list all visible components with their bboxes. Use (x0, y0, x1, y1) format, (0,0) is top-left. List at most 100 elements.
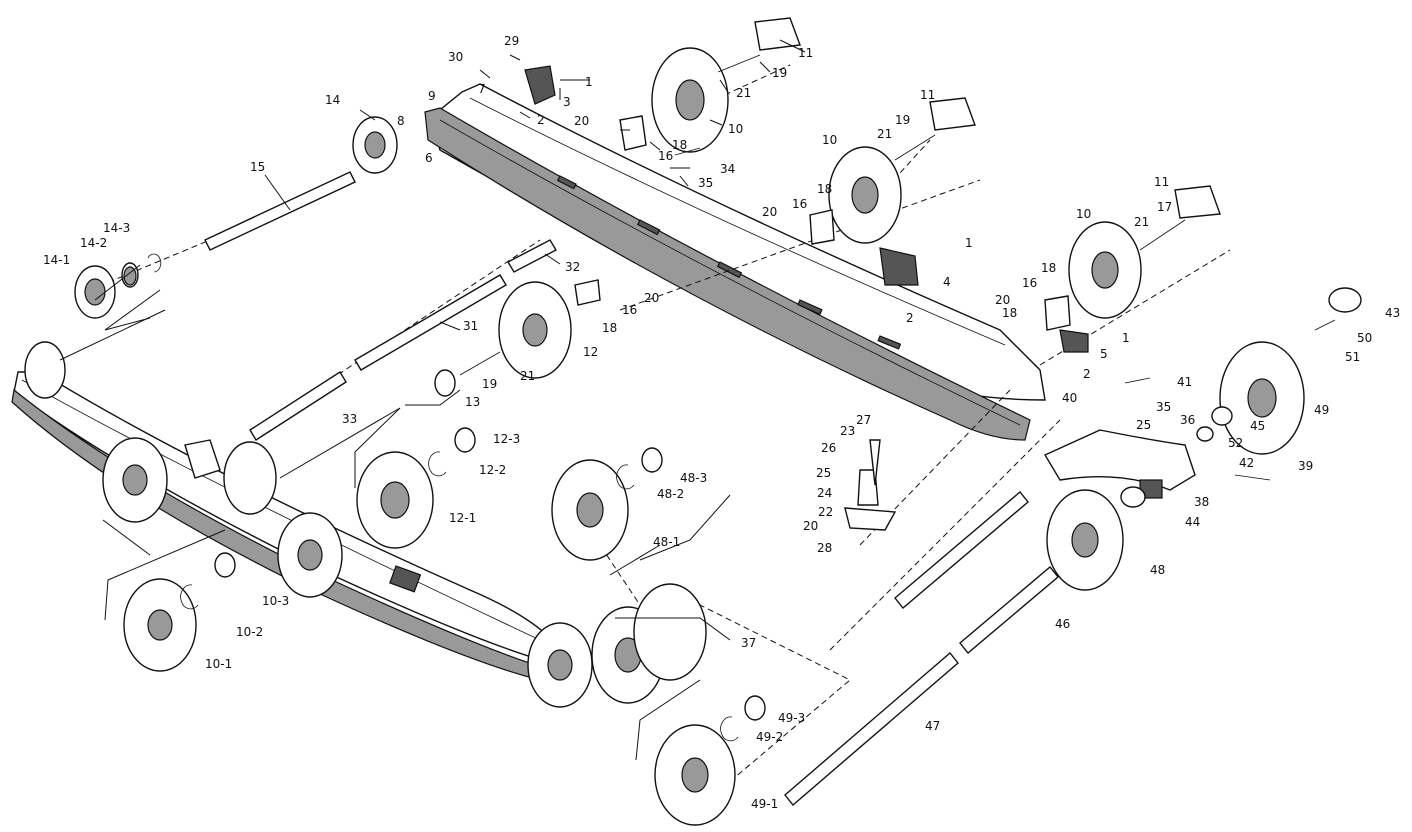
callout-8: 8 (397, 114, 405, 128)
callout-34: 34 (720, 162, 735, 176)
callout-19: 19 (772, 66, 787, 80)
callout-27: 27 (856, 413, 871, 427)
callout-17: 17 (1157, 200, 1172, 214)
callout-18: 18 (1041, 261, 1056, 275)
slider-block-3 (524, 65, 556, 105)
callout-6: 6 (425, 151, 433, 165)
callout-11: 11 (798, 46, 813, 60)
callout-7: 7 (478, 82, 486, 96)
callout-38: 38 (1194, 495, 1209, 509)
callout-19: 19 (895, 113, 910, 127)
callout-50: 50 (1357, 331, 1372, 345)
callout-14-1: 14-1 (43, 253, 70, 267)
callout-2: 2 (537, 113, 545, 127)
callout-14: 14 (325, 93, 340, 107)
suspension-arm-36 (1043, 429, 1196, 491)
callout-22: 22 (818, 505, 833, 519)
callout-23: 23 (840, 424, 855, 438)
callout-18: 18 (1002, 306, 1017, 320)
callout-41: 41 (1177, 375, 1192, 389)
shaft-33 (249, 371, 347, 441)
callout-1: 1 (1122, 331, 1130, 345)
callout-10-2: 10-2 (236, 625, 263, 639)
callout-49-2: 49-2 (756, 730, 783, 744)
shaft-36-tube (894, 491, 1029, 609)
callout-21: 21 (736, 86, 751, 100)
callout-25: 25 (1136, 418, 1151, 432)
callout-40: 40 (1062, 391, 1077, 405)
shaft-47 (784, 651, 959, 807)
callout-25: 25 (816, 466, 831, 480)
callout-21: 21 (877, 127, 892, 141)
shaft-46 (959, 566, 1059, 654)
callout-10-3: 10-3 (262, 594, 289, 608)
callout-10-1: 10-1 (205, 657, 232, 671)
callout-10: 10 (822, 133, 837, 147)
callout-43: 43 (1385, 306, 1400, 320)
callout-48: 48 (1150, 563, 1165, 577)
callout-5: 5 (1100, 347, 1108, 361)
callout-30: 30 (448, 50, 463, 64)
leader-lines (59, 39, 806, 761)
callout-20: 20 (644, 291, 659, 305)
shaft-15 (204, 171, 356, 251)
callout-20: 20 (803, 519, 818, 533)
callout-46: 46 (1055, 617, 1070, 631)
callout-16: 16 (1022, 276, 1037, 290)
callout-1: 1 (965, 236, 973, 250)
callout-18: 18 (672, 138, 687, 152)
callout-26: 26 (821, 441, 836, 455)
callout-12-2: 12-2 (479, 463, 506, 477)
callout-21: 21 (1134, 215, 1149, 229)
callout-11: 11 (920, 88, 935, 102)
callout-12-3: 12-3 (493, 432, 520, 446)
shaft-31 (354, 274, 507, 371)
callout-13: 13 (465, 395, 480, 409)
wheels (24, 47, 1305, 826)
callout-16: 16 (658, 149, 673, 163)
callout-10: 10 (728, 122, 743, 136)
callout-49: 49 (1314, 403, 1329, 417)
callout-29: 29 (504, 34, 519, 48)
callout-12-1: 12-1 (449, 511, 476, 525)
callout-49-3: 49-3 (778, 711, 805, 725)
callout-31: 31 (463, 319, 478, 333)
callout-47: 47 (925, 719, 940, 733)
callout-18: 18 (817, 182, 832, 196)
callout-37: 37 (741, 636, 756, 650)
callout-24: 24 (817, 486, 832, 500)
callout-14-3: 14-3 (103, 221, 130, 235)
callout-48-1: 48-1 (653, 535, 680, 549)
callout-21: 21 (520, 369, 535, 383)
shaft-32 (507, 239, 557, 273)
callout-28: 28 (817, 541, 832, 555)
callout-20: 20 (995, 293, 1010, 307)
callout-12: 12 (583, 345, 598, 359)
right-rail (424, 83, 1046, 441)
callout-35: 35 (698, 176, 713, 190)
callout-49-1: 49-1 (751, 797, 778, 811)
callout-19: 19 (482, 377, 497, 391)
callout-48-3: 48-3 (680, 471, 707, 485)
callout-52: 52 (1228, 436, 1243, 450)
small-parts (123, 17, 1362, 742)
callout-10: 10 (1076, 207, 1091, 221)
callout-16: 16 (622, 303, 637, 317)
callout-1: 1 (585, 75, 593, 89)
callout-44: 44 (1185, 515, 1200, 529)
slider-block-4 (879, 247, 919, 286)
callout-9: 9 (428, 89, 436, 103)
callout-39: 39 (1298, 459, 1313, 473)
callout-15: 15 (250, 160, 265, 174)
callout-33: 33 (342, 412, 357, 426)
callout-36: 36 (1180, 413, 1195, 427)
callout-48-2: 48-2 (657, 487, 684, 501)
callout-45: 45 (1250, 419, 1265, 433)
callout-2: 2 (1083, 367, 1091, 381)
callout-11: 11 (1154, 175, 1169, 189)
callout-42: 42 (1239, 456, 1254, 470)
callout-51: 51 (1345, 350, 1360, 364)
callout-16: 16 (792, 197, 807, 211)
callout-14-2: 14-2 (80, 236, 107, 250)
